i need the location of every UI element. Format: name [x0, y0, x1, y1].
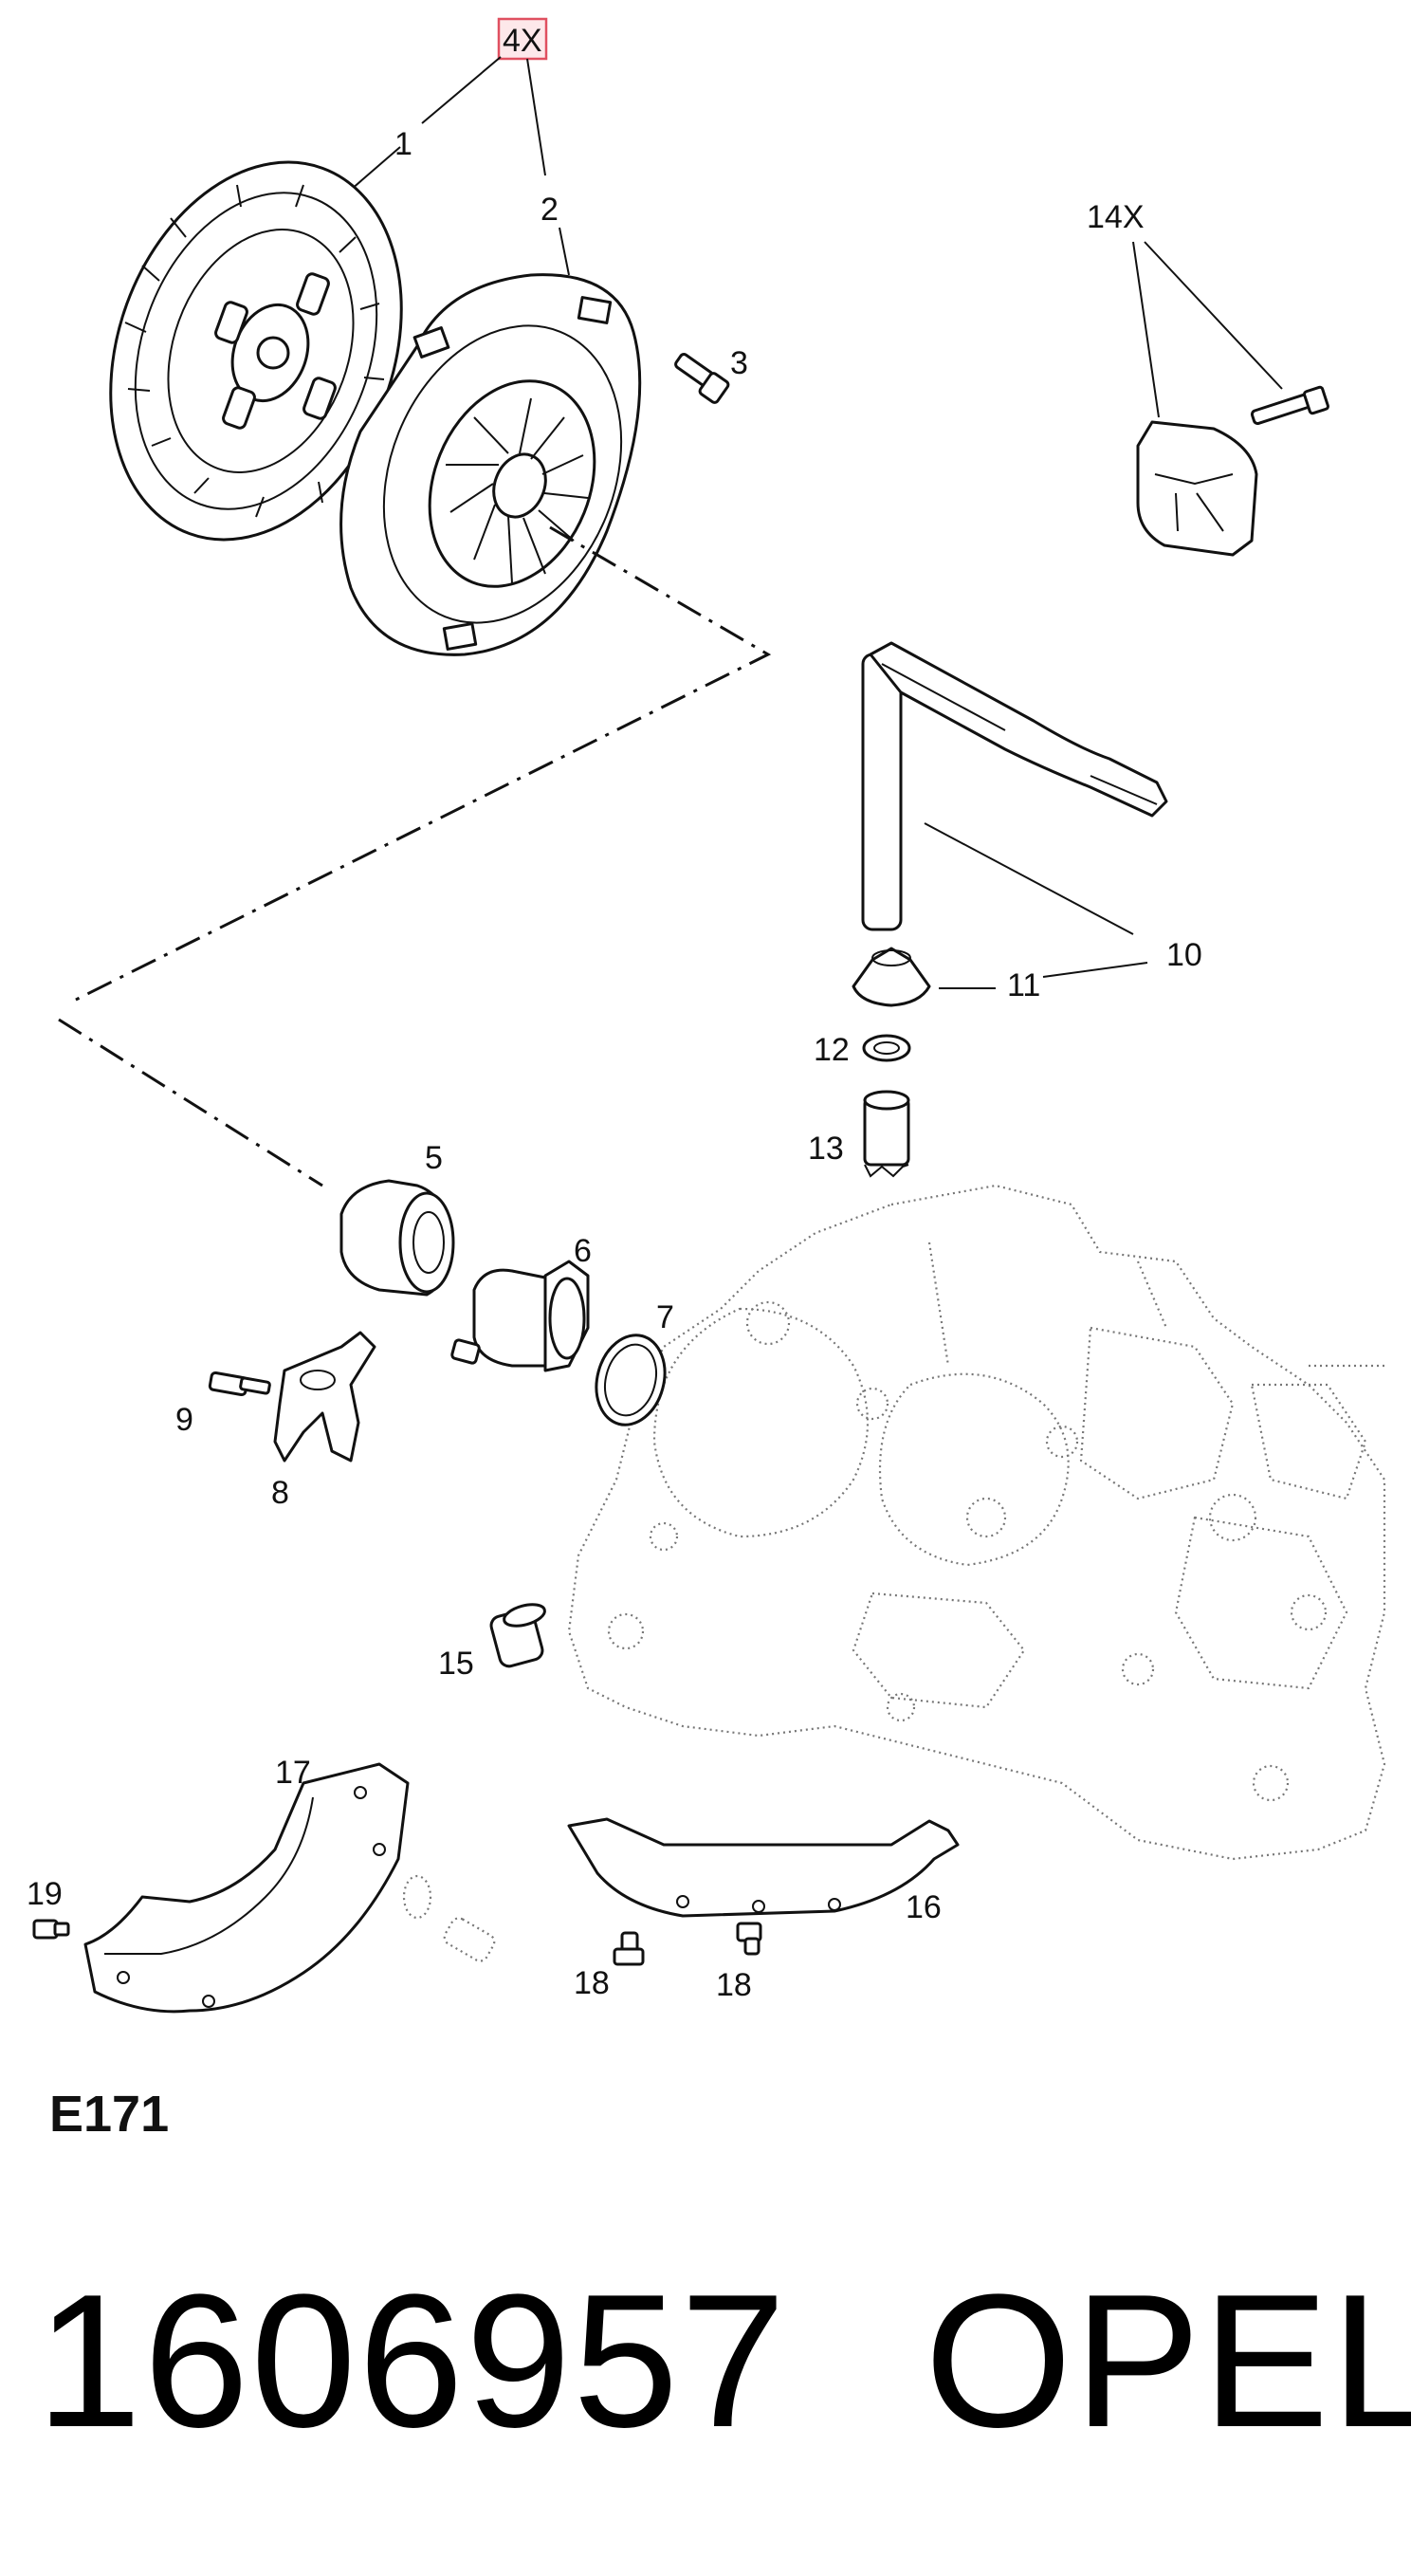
callout-6: 6 [574, 1233, 592, 1269]
callout-18a: 18 [574, 1965, 610, 2001]
callout-13: 13 [808, 1131, 844, 1167]
bolt-3-part [674, 353, 730, 404]
bushing-15-part [489, 1603, 546, 1668]
qty-4x-box [497, 17, 548, 61]
callout-8: 8 [271, 1475, 289, 1511]
callout-17: 17 [275, 1755, 311, 1791]
callout-3: 3 [730, 345, 748, 381]
callout-12: 12 [814, 1032, 850, 1068]
callout-10: 10 [1166, 937, 1202, 973]
brand-name: OPEL [925, 2255, 1411, 2467]
o-ring-7-part [595, 1334, 667, 1426]
release-fork-8-part [273, 1331, 376, 1463]
clutch-disc-part [109, 160, 403, 542]
callout-9: 9 [175, 1402, 193, 1438]
guide-sleeve-6-part [450, 1260, 590, 1372]
seal-ring-12-part [862, 1034, 911, 1062]
diagram-code: E171 [49, 2086, 170, 2143]
assembly-line [73, 525, 772, 1003]
bolt-9-part [208, 1371, 271, 1397]
release-shaft-10-part [861, 641, 1168, 931]
callout-16: 16 [906, 1889, 942, 1925]
callout-5: 5 [425, 1140, 443, 1176]
callout-18b: 18 [716, 1967, 752, 2003]
bushing-13-part [863, 1090, 910, 1178]
transmission-housing [567, 1184, 1386, 1861]
bolt-19-part [32, 1919, 70, 1940]
shield-17-part [83, 1762, 410, 2014]
callout-2: 2 [541, 192, 559, 228]
callout-7: 7 [656, 1299, 674, 1335]
bolt-18b-part [736, 1922, 762, 1956]
qty-4x-label: 4X [503, 23, 542, 59]
qty-14x-label: 14X [1087, 199, 1145, 235]
pressure-plate-part [339, 273, 642, 656]
callout-1: 1 [394, 126, 412, 162]
callout-11: 11 [1007, 967, 1040, 1003]
callout-19: 19 [27, 1876, 63, 1912]
release-bearing-5-part [339, 1179, 455, 1297]
bolt-18a-part [613, 1931, 645, 1966]
callout-15: 15 [438, 1646, 474, 1682]
bracket-14-part [1136, 385, 1329, 557]
boot-11-part [852, 947, 931, 1007]
part-number: 1606957 [36, 2255, 788, 2467]
brace-16-part [567, 1817, 960, 1918]
